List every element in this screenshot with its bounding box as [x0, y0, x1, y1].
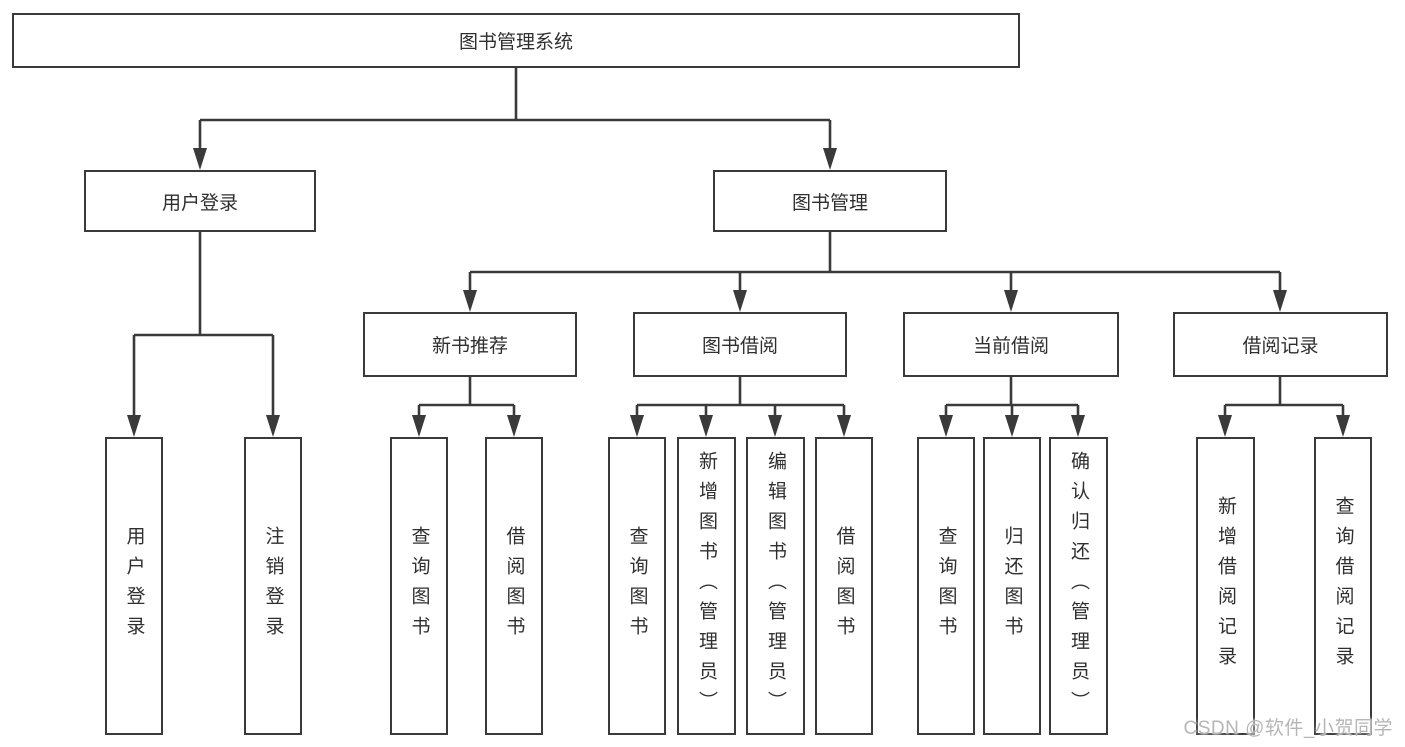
connector-root-to-level2 — [193, 68, 837, 170]
leaf-logout: 注销登录 — [244, 437, 302, 735]
connector-user-login-to-leaves — [127, 232, 280, 437]
connector-borrow-records-to-leaves — [1218, 377, 1350, 437]
arrow-down-icon — [127, 415, 141, 437]
arrow-down-icon — [699, 415, 713, 437]
connector-current-borrow-to-leaves — [939, 377, 1085, 437]
arrow-down-icon — [630, 415, 644, 437]
arrow-down-icon — [1218, 415, 1232, 437]
arrow-down-icon — [733, 290, 747, 312]
arrow-down-icon — [1071, 415, 1085, 437]
leaf-add-books-admin: 新增图书（管理员） — [677, 437, 736, 735]
node-book-management: 图书管理 — [713, 170, 947, 232]
leaf-user-login: 用户登录 — [105, 437, 163, 735]
leaf-borrow-books: 借阅图书 — [815, 437, 873, 735]
arrow-down-icon — [193, 148, 207, 170]
leaf-return-books: 归还图书 — [983, 437, 1041, 735]
arrow-down-icon — [823, 148, 837, 170]
arrow-down-icon — [837, 415, 851, 437]
leaf-query-borrow-record: 查询借阅记录 — [1314, 437, 1372, 735]
arrow-down-icon — [1336, 415, 1350, 437]
node-book-borrow: 图书借阅 — [633, 312, 847, 377]
arrow-down-icon — [412, 415, 426, 437]
arrow-down-icon — [1005, 415, 1019, 437]
leaf-borrow-books-recommend: 借阅图书 — [485, 437, 543, 735]
leaf-query-books-borrow: 查询图书 — [608, 437, 666, 735]
arrow-down-icon — [1273, 290, 1287, 312]
connector-new-book-to-leaves — [412, 377, 521, 437]
arrow-down-icon — [463, 290, 477, 312]
leaf-query-books-recommend: 查询图书 — [390, 437, 448, 735]
arrow-down-icon — [939, 415, 953, 437]
leaf-add-borrow-record: 新增借阅记录 — [1196, 437, 1255, 735]
node-user-login: 用户登录 — [84, 170, 316, 232]
node-new-book-recommend: 新书推荐 — [363, 312, 577, 377]
node-borrow-records: 借阅记录 — [1173, 312, 1388, 377]
arrow-down-icon — [1004, 290, 1018, 312]
leaf-confirm-return-admin: 确认归还（管理员） — [1049, 437, 1108, 735]
leaf-query-books-current: 查询图书 — [917, 437, 975, 735]
csdn-watermark: CSDN @软件_小贺同学 — [1183, 718, 1393, 739]
node-current-borrow: 当前借阅 — [903, 312, 1119, 377]
node-system-root: 图书管理系统 — [12, 13, 1020, 68]
arrow-down-icon — [507, 415, 521, 437]
arrow-down-icon — [768, 415, 782, 437]
connector-book-borrow-to-leaves — [630, 377, 851, 437]
connector-book-mgmt-to-level3 — [463, 232, 1287, 312]
arrow-down-icon — [266, 415, 280, 437]
leaf-edit-books-admin: 编辑图书（管理员） — [746, 437, 805, 735]
